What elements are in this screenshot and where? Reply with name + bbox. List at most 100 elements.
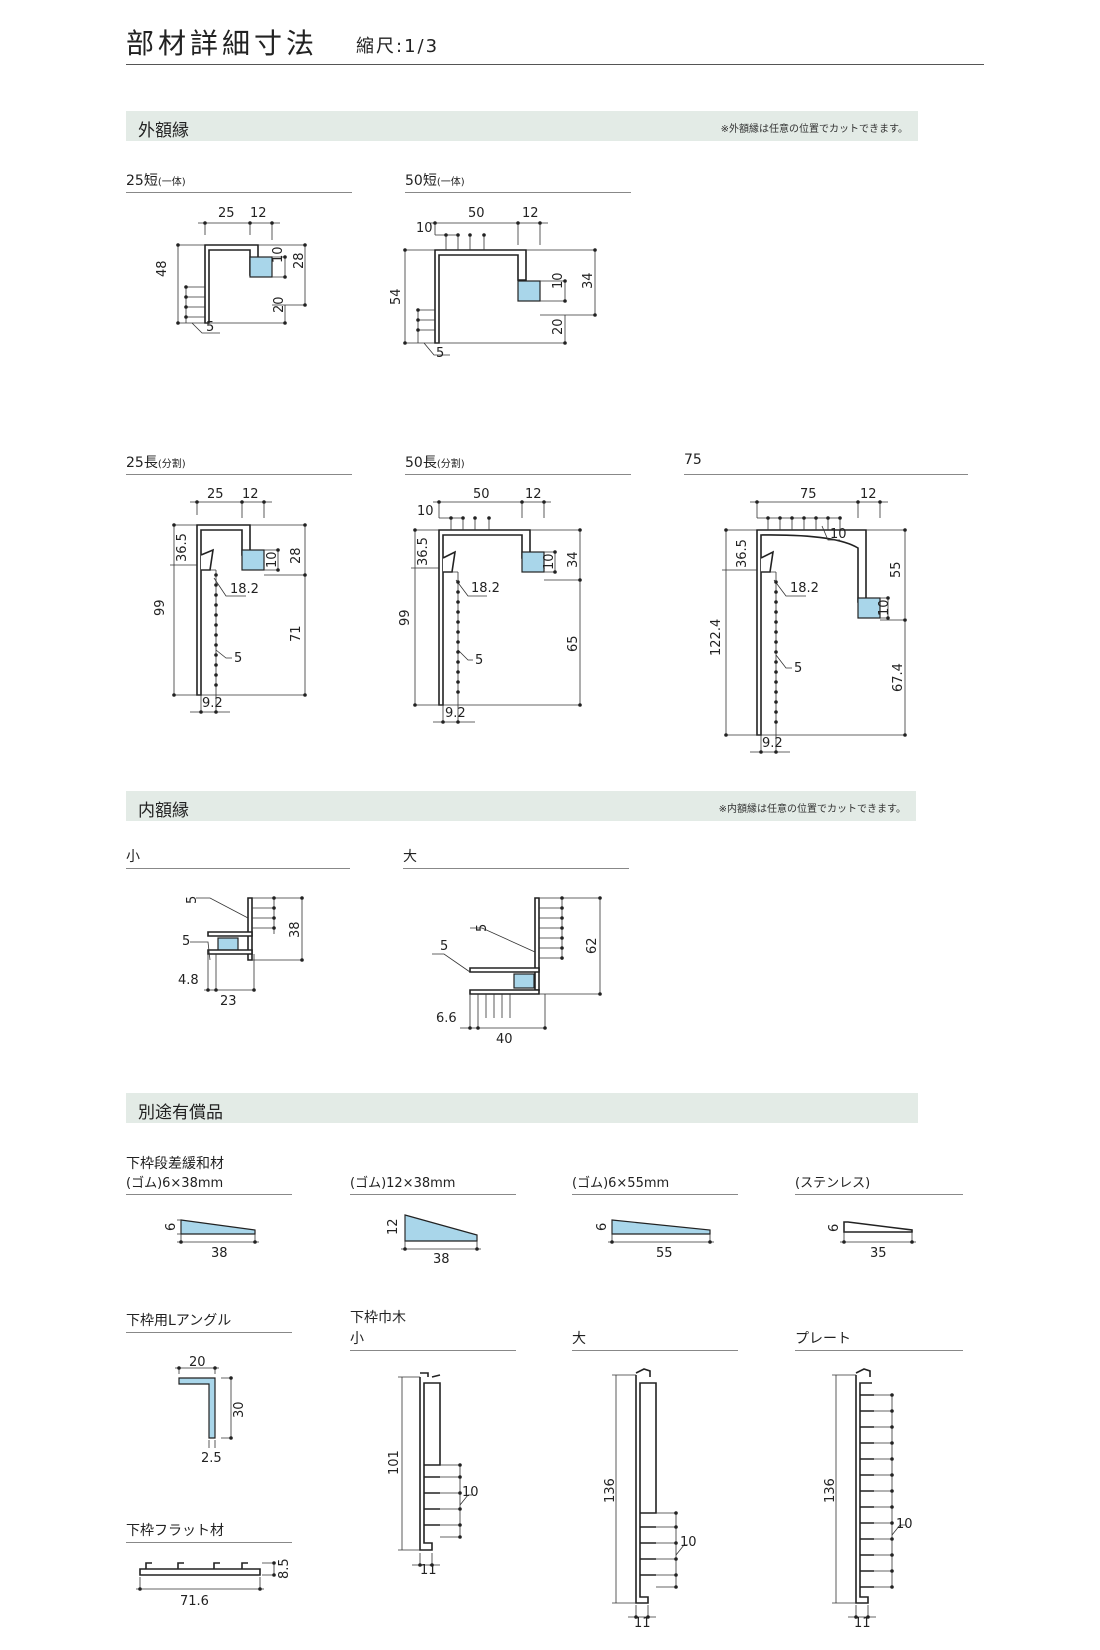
dim-label: 12	[522, 206, 539, 221]
dim-label: 36.5	[175, 533, 190, 562]
baseboard-plate-drawing: 136 10 11	[823, 1368, 913, 1631]
dim-label: 10	[551, 272, 566, 289]
dim-label: 20	[189, 1355, 206, 1370]
sill-item-2-title: (ゴム)12×38mm	[350, 1172, 516, 1195]
dim-label: 6	[595, 1223, 610, 1231]
dim-label: 5	[436, 346, 444, 361]
sill-item-3-title: (ゴム)6×55mm	[572, 1172, 738, 1195]
dim-label: 34	[581, 272, 596, 289]
dim-label: 12	[242, 487, 259, 502]
baseboard-plate-title: プレート	[795, 1328, 963, 1351]
dim-label: 28	[289, 547, 304, 564]
dim-label: 10	[417, 504, 434, 519]
sill-1-drawing: 6 38	[164, 1219, 259, 1261]
dim-label: 8.5	[277, 1558, 292, 1579]
sill-group-title: 下枠段差緩和材	[126, 1156, 224, 1172]
dim-label: 10	[542, 553, 557, 570]
dim-label: 10	[462, 1485, 479, 1500]
dim-label: 12	[525, 487, 542, 502]
dim-label: 36.5	[735, 539, 750, 568]
dim-label: 5	[475, 924, 490, 932]
dim-label: 6.6	[436, 1011, 457, 1026]
dim-label: 75	[800, 487, 817, 502]
dim-label: 10	[830, 527, 847, 542]
dim-label: 25	[218, 206, 235, 221]
dim-label: 18.2	[230, 582, 259, 597]
dim-label: 5	[206, 320, 214, 335]
dim-label: 54	[389, 288, 404, 305]
dim-label: 9.2	[445, 706, 466, 721]
section-inner-note: ※内額縁は任意の位置でカットできます。	[718, 804, 906, 815]
dim-label: 5	[440, 939, 448, 954]
dim-label: 11	[854, 1616, 871, 1631]
dim-label: 10	[416, 221, 433, 236]
inner-small-title: 小	[126, 846, 350, 869]
dim-label: 65	[566, 635, 581, 652]
dim-label: 40	[496, 1032, 513, 1047]
scale-label: 縮尺:1/3	[356, 36, 440, 57]
section-inner-frame: 内額縁 ※内額縁は任意の位置でカットできます。	[126, 791, 916, 821]
baseboard-small-title: 小	[350, 1328, 516, 1351]
sill-2-drawing: 12 38	[386, 1214, 481, 1267]
outer-75-title: 75	[684, 452, 968, 475]
section-outer-frame: 外額縁 ※外額縁は任意の位置でカットできます。	[126, 111, 918, 141]
dim-label: 10	[265, 551, 280, 568]
dim-label: 11	[420, 1563, 437, 1578]
l-angle-drawing: 20 30 2.5	[175, 1355, 247, 1466]
l-angle-title: 下枠用Lアングル	[126, 1310, 292, 1333]
flat-title: 下枠フラット材	[126, 1520, 292, 1543]
dim-label: 38	[211, 1246, 228, 1261]
dim-label: 6	[827, 1224, 842, 1232]
dim-label: 23	[220, 994, 237, 1009]
dim-label: 5	[185, 896, 200, 904]
dim-label: 34	[566, 551, 581, 568]
outer-25-long-drawing: 25 12 36.5 99 10 28 71 18.2 5 9.2	[153, 487, 307, 714]
dim-label: 4.8	[178, 973, 199, 988]
outer-25-short-drawing: 25 12 48 10 28 20 5	[155, 206, 307, 335]
dim-label: 122.4	[709, 619, 724, 656]
outer-75-drawing: 75 12 10 36.5 122.4 55 10 67.4 18.2 5 9.…	[709, 487, 907, 754]
section-extras-label: 別途有償品	[138, 1103, 223, 1123]
section-outer-note: ※外額縁は任意の位置でカットできます。	[720, 124, 908, 135]
inner-small-drawing: 5 5 38 4.8 23	[178, 896, 304, 1009]
dim-label: 9.2	[202, 696, 223, 711]
dim-label: 30	[232, 1401, 247, 1418]
dim-label: 5	[794, 661, 802, 676]
dim-label: 5	[182, 934, 190, 949]
inner-large-drawing: 5 5 62 6.6 40	[432, 896, 602, 1047]
dim-label: 12	[386, 1218, 401, 1235]
dim-label: 10	[877, 599, 892, 616]
outer-50-long-title: 50長(分割)	[405, 452, 631, 475]
dim-label: 136	[603, 1478, 618, 1503]
dim-label: 38	[433, 1252, 450, 1267]
flat-drawing: 71.6 8.5	[136, 1558, 292, 1609]
dim-label: 38	[288, 921, 303, 938]
dim-label: 28	[292, 252, 307, 269]
outer-25-short-title: 25短(一体)	[126, 170, 352, 193]
dim-label: 25	[207, 487, 224, 502]
outer-25-long-title: 25長(分割)	[126, 452, 352, 475]
outer-50-long-drawing: 10 50 12 36.5 99 10 34 65 18.2 5 9.2	[398, 487, 582, 724]
section-extras: 別途有償品	[126, 1093, 918, 1123]
dim-label: 55	[889, 561, 904, 578]
dim-label: 55	[656, 1246, 673, 1261]
outer-50-short-drawing: 10 50 12 54 10 34 20 5	[389, 206, 597, 361]
dim-label: 11	[634, 1616, 651, 1631]
dim-label: 20	[272, 296, 287, 313]
sill-item-1-title: (ゴム)6×38mm	[126, 1172, 292, 1195]
dim-label: 2.5	[201, 1451, 222, 1466]
dim-label: 101	[387, 1450, 402, 1475]
dim-label: 50	[473, 487, 490, 502]
outer-50-short-title: 50短(一体)	[405, 170, 631, 193]
inner-large-title: 大	[403, 846, 629, 869]
baseboard-large-drawing: 136 10 11	[603, 1368, 697, 1631]
sill-4-drawing: 6 35	[827, 1221, 916, 1261]
dim-label: 71.6	[180, 1594, 209, 1609]
dim-label: 18.2	[471, 581, 500, 596]
dim-label: 136	[823, 1478, 838, 1503]
dim-label: 12	[860, 487, 877, 502]
dim-label: 20	[551, 318, 566, 335]
baseboard-small-drawing: 101 10 11	[387, 1372, 479, 1578]
section-inner-label: 内額縁	[138, 801, 189, 821]
dim-label: 9.2	[762, 736, 783, 751]
